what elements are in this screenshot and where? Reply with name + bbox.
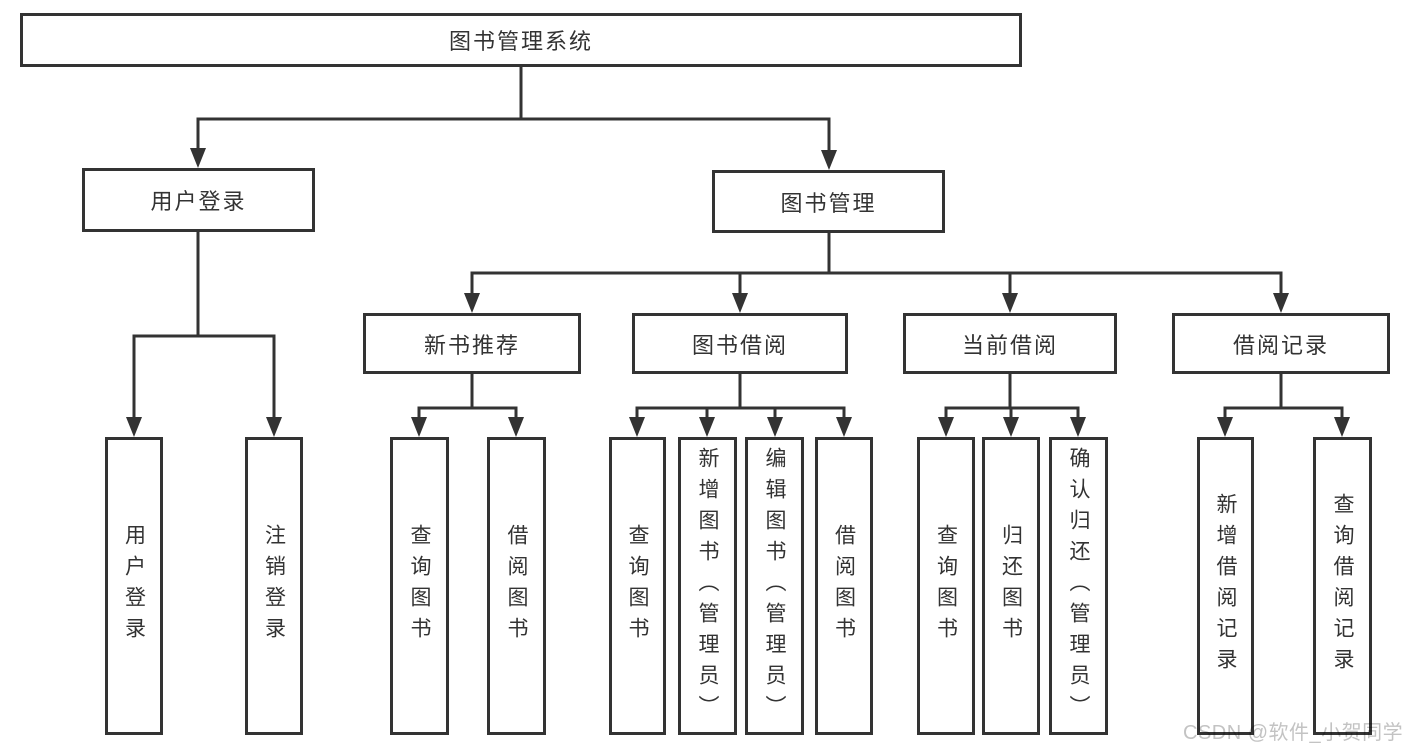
node-leaf-query-books-1: 查询图书	[390, 437, 449, 735]
node-label: 用户登录	[122, 524, 146, 648]
node-label: 用户登录	[150, 189, 247, 214]
node-leaf-return-books: 归还图书	[982, 437, 1040, 735]
node-label: 图书管理	[780, 190, 877, 216]
node-leaf-add-borrow-record: 新增借阅记录	[1197, 437, 1254, 735]
node-label: 编辑图书（管理员）	[763, 446, 786, 726]
node-label: 查询图书	[934, 524, 958, 648]
arrow-down-icon	[767, 417, 783, 437]
arrow-down-icon	[629, 417, 645, 437]
arrow-down-icon	[1334, 417, 1350, 437]
node-leaf-borrow-books-2: 借阅图书	[815, 437, 873, 735]
node-label: 图书管理系统	[448, 29, 593, 54]
arrow-down-icon	[1217, 417, 1233, 437]
node-label: 查询借阅记录	[1331, 493, 1354, 679]
node-leaf-logout: 注销登录	[245, 437, 303, 735]
arrow-down-icon	[190, 148, 206, 168]
arrow-down-icon	[126, 417, 142, 437]
node-label: 当前借阅	[961, 332, 1058, 358]
node-label: 借阅记录	[1232, 332, 1329, 358]
arrow-down-icon	[1070, 417, 1086, 437]
arrow-down-icon	[464, 293, 480, 313]
node-label: 图书借阅	[691, 332, 788, 358]
node-label: 确认归还（管理员）	[1067, 446, 1090, 726]
node-book-management: 图书管理	[712, 170, 945, 233]
arrow-down-icon	[411, 417, 427, 437]
node-label: 借阅图书	[832, 524, 856, 648]
node-leaf-borrow-books-1: 借阅图书	[487, 437, 546, 735]
arrow-down-icon	[938, 417, 954, 437]
node-label: 借阅图书	[505, 524, 528, 648]
node-label: 查询图书	[408, 524, 431, 648]
node-leaf-query-books-2: 查询图书	[609, 437, 666, 735]
node-label: 归还图书	[999, 524, 1023, 648]
arrow-down-icon	[821, 150, 837, 170]
node-root-system: 图书管理系统	[20, 13, 1022, 67]
node-label: 注销登录	[262, 524, 286, 648]
node-book-borrowing: 图书借阅	[632, 313, 848, 374]
arrow-down-icon	[732, 293, 748, 313]
arrow-down-icon	[699, 417, 715, 437]
arrow-down-icon	[1002, 293, 1018, 313]
arrow-down-icon	[266, 417, 282, 437]
arrowhead-icons	[126, 148, 1350, 437]
arrow-down-icon	[1273, 293, 1289, 313]
node-borrowing-records: 借阅记录	[1172, 313, 1390, 374]
node-leaf-query-borrow-record: 查询借阅记录	[1313, 437, 1372, 735]
node-label: 新书推荐	[423, 332, 520, 358]
node-leaf-add-books-admin: 新增图书（管理员）	[678, 437, 737, 735]
node-current-borrowing: 当前借阅	[903, 313, 1117, 374]
node-label: 查询图书	[626, 524, 649, 648]
csdn-watermark: CSDN @软件_小贺同学	[1183, 722, 1404, 744]
node-label: 新增借阅记录	[1214, 493, 1237, 679]
node-user-login: 用户登录	[82, 168, 315, 232]
node-leaf-user-login: 用户登录	[105, 437, 163, 735]
node-new-book-recommend: 新书推荐	[363, 313, 581, 374]
node-label: 新增图书（管理员）	[696, 446, 719, 726]
node-leaf-edit-books-admin: 编辑图书（管理员）	[745, 437, 804, 735]
arrow-down-icon	[508, 417, 524, 437]
arrow-down-icon	[1003, 417, 1019, 437]
arrow-down-icon	[836, 417, 852, 437]
connector-path	[132, 67, 1344, 421]
node-leaf-confirm-return-admin: 确认归还（管理员）	[1049, 437, 1108, 735]
node-leaf-query-books-3: 查询图书	[917, 437, 975, 735]
